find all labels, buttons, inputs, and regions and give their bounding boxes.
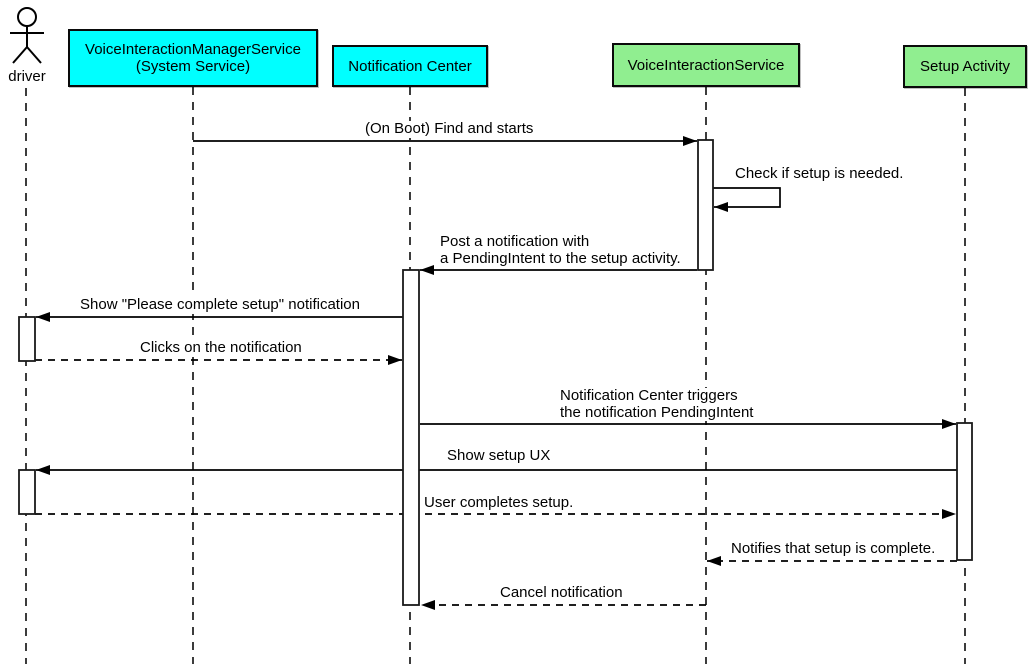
message-notifies-setup-complete: Notifies that setup is complete. bbox=[729, 540, 938, 558]
message-user-completes-setup: User completes setup. bbox=[422, 494, 576, 512]
participant-manager-service: VoiceInteractionManagerService (System S… bbox=[68, 29, 318, 87]
message-show-complete-setup-notification: Show "Please complete setup" notificatio… bbox=[78, 296, 362, 314]
message-triggers-pendingintent: Notification Center triggers the notific… bbox=[558, 387, 756, 421]
message-clicks-on-notification: Clicks on the notification bbox=[138, 339, 304, 357]
participant-setup-activity: Setup Activity bbox=[903, 45, 1027, 88]
activation-driver-1 bbox=[18, 316, 36, 362]
activation-setup-activity bbox=[956, 422, 973, 561]
message-show-setup-ux: Show setup UX bbox=[445, 447, 553, 465]
activation-voice-interaction-service bbox=[697, 139, 714, 271]
activation-bars bbox=[18, 139, 973, 606]
arrow-check-if-setup-needed-self bbox=[713, 187, 781, 212]
participant-driver-label: driver bbox=[8, 68, 46, 85]
participant-voice-interaction-service: VoiceInteractionService bbox=[612, 43, 800, 87]
participant-notification-center: Notification Center bbox=[332, 45, 488, 87]
activation-notification-center bbox=[402, 269, 420, 606]
actor-driver-icon bbox=[10, 7, 44, 64]
message-on-boot-find-and-starts: (On Boot) Find and starts bbox=[363, 120, 536, 138]
activation-driver-2 bbox=[18, 469, 36, 515]
message-post-notification: Post a notification with a PendingIntent… bbox=[438, 233, 683, 267]
message-cancel-notification: Cancel notification bbox=[498, 584, 625, 602]
message-check-if-setup-needed: Check if setup is needed. bbox=[733, 165, 906, 183]
